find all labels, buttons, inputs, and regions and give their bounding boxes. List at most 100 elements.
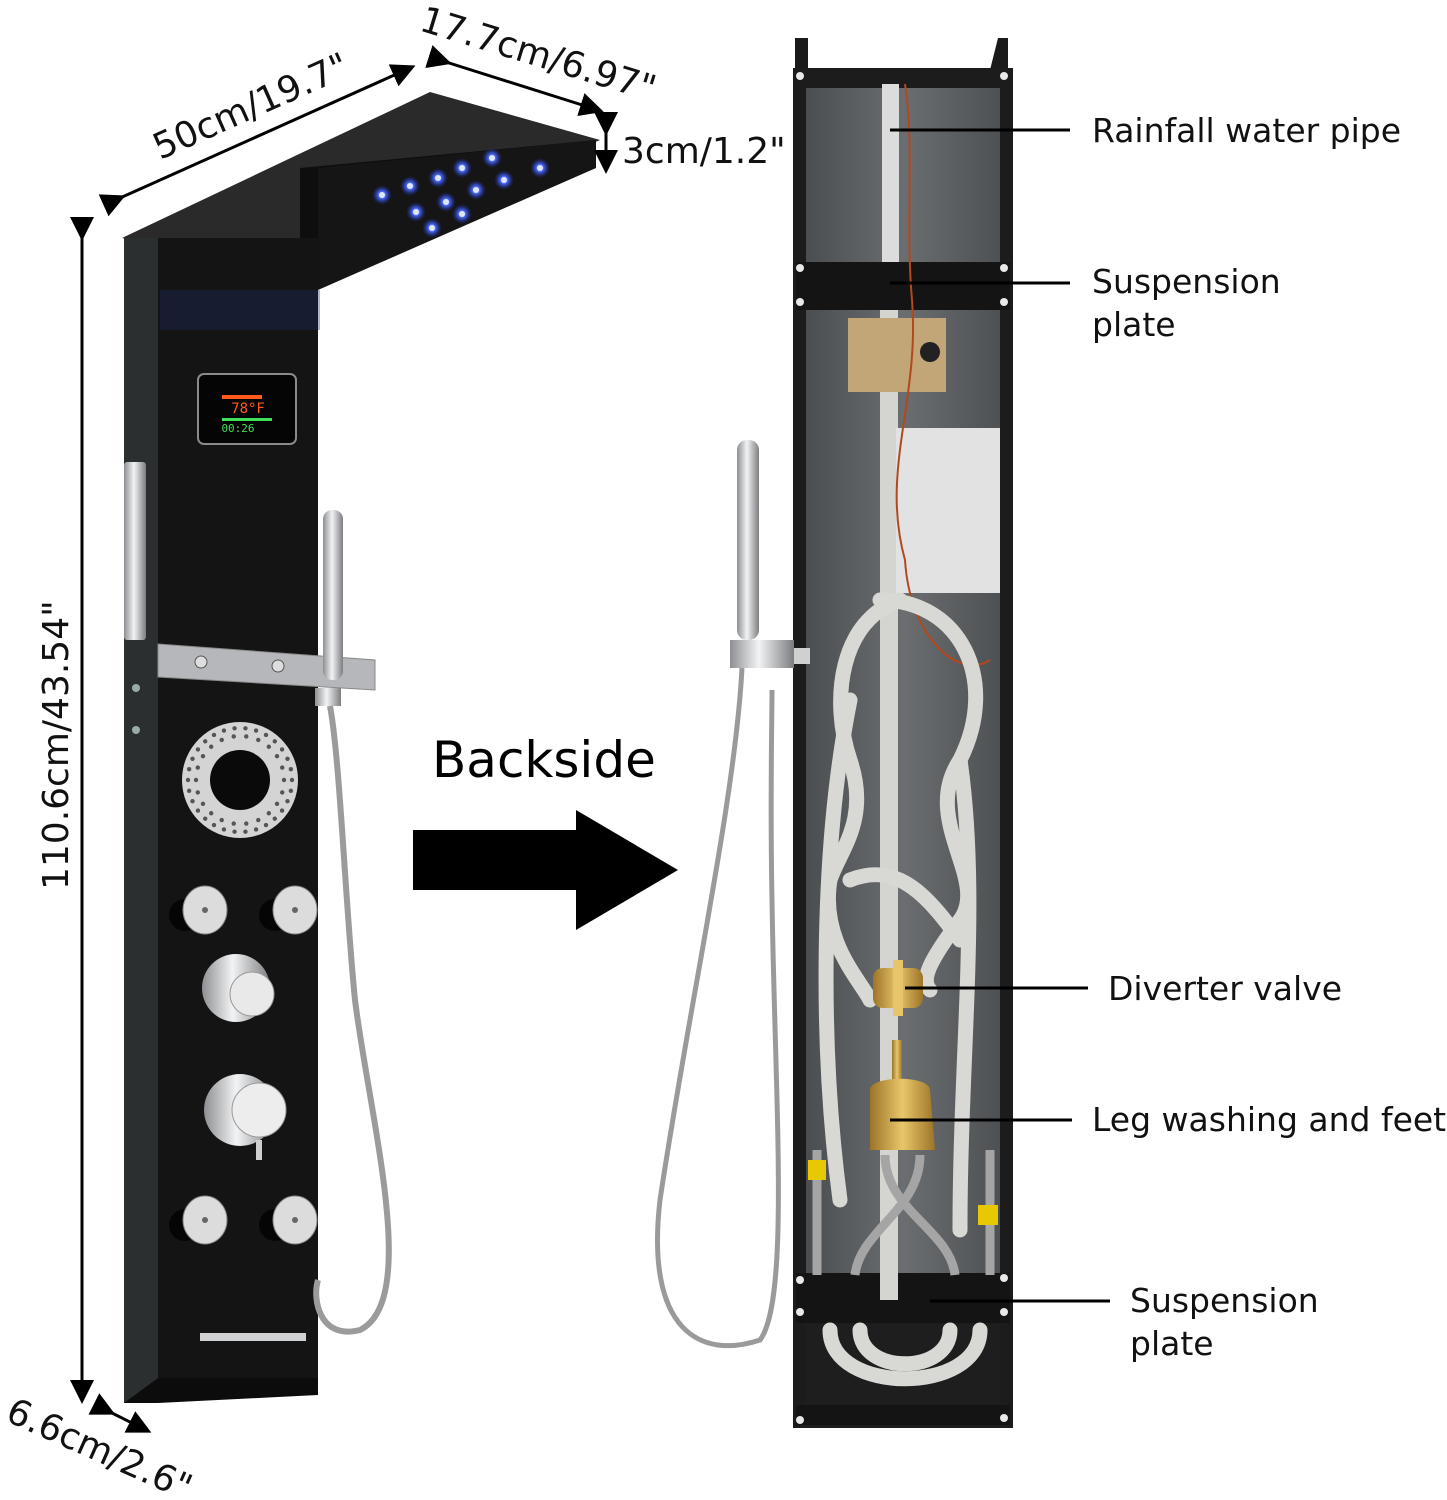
ring-nozzle bbox=[195, 765, 200, 770]
depth-label: 17.7cm/6.97" bbox=[415, 0, 660, 110]
massage-shower-ring bbox=[182, 722, 298, 838]
callout-text: Suspension bbox=[1130, 1281, 1319, 1320]
screw bbox=[796, 1308, 804, 1316]
ring-nozzle bbox=[200, 801, 206, 806]
callout-rainfall-water-pipe: Rainfall water pipe bbox=[890, 111, 1401, 150]
ring-nozzle bbox=[272, 739, 277, 744]
dimension-lines bbox=[70, 45, 618, 1433]
red-wire bbox=[895, 83, 991, 666]
ring-nozzle bbox=[190, 798, 195, 804]
led-core bbox=[435, 175, 441, 181]
ring-nozzle bbox=[243, 829, 248, 834]
diverter-valve-shape bbox=[873, 960, 923, 1016]
jet-center bbox=[202, 907, 208, 913]
screw bbox=[796, 1416, 804, 1424]
ring-nozzle bbox=[243, 726, 248, 731]
depth-arrow bbox=[425, 45, 604, 117]
ring-nozzle bbox=[221, 827, 227, 832]
ring-nozzle bbox=[253, 728, 259, 733]
hand-shower bbox=[323, 510, 343, 680]
screw bbox=[1000, 298, 1008, 306]
ring-nozzle bbox=[195, 808, 201, 813]
ring-nozzle bbox=[285, 756, 290, 762]
ring-nozzle bbox=[280, 765, 285, 770]
ring-nozzle bbox=[193, 777, 199, 783]
ring-nozzle bbox=[231, 734, 236, 739]
ring-nozzle bbox=[288, 788, 294, 794]
ring-nozzle bbox=[256, 737, 261, 743]
panel-side bbox=[124, 238, 158, 1403]
screw bbox=[796, 298, 804, 306]
right-arrow-icon bbox=[413, 810, 678, 930]
panel-depth-label: 6.6cm/2.6" bbox=[0, 1391, 198, 1500]
suspension-plate-bottom-shape bbox=[796, 1273, 1010, 1323]
side-switch bbox=[124, 462, 146, 640]
ring-nozzle bbox=[274, 801, 280, 806]
callout-diverter-valve: Diverter valve bbox=[905, 969, 1342, 1008]
led-core bbox=[459, 165, 465, 171]
ring-nozzle bbox=[203, 739, 208, 744]
screw bbox=[1000, 72, 1008, 80]
callout-suspension-plate-top: Suspension plate bbox=[890, 262, 1281, 344]
ring-nozzle bbox=[266, 811, 272, 816]
callout-text: plate bbox=[1092, 305, 1176, 344]
temperature-valve bbox=[202, 954, 275, 1022]
screw bbox=[1000, 264, 1008, 272]
callout-text: Leg washing and feet bbox=[1092, 1100, 1446, 1139]
ring-nozzle bbox=[203, 816, 208, 821]
control-module bbox=[896, 428, 1000, 593]
ring-nozzle bbox=[285, 798, 290, 804]
screw bbox=[796, 72, 804, 80]
ring-nozzle bbox=[253, 827, 259, 832]
led-core bbox=[407, 183, 413, 189]
ring-nozzle bbox=[274, 754, 280, 759]
ring-nozzle bbox=[186, 766, 192, 772]
ring-nozzle bbox=[190, 756, 195, 762]
ring-nozzle bbox=[208, 744, 214, 749]
display-temperature: 78°F bbox=[231, 401, 265, 417]
screw bbox=[796, 1276, 804, 1284]
callout-text: Suspension bbox=[1092, 262, 1281, 301]
screw bbox=[796, 264, 804, 272]
callout-text: Rainfall water pipe bbox=[1092, 111, 1401, 150]
ring-nozzle bbox=[219, 737, 224, 743]
callout-suspension-plate-bottom: Suspension plate bbox=[930, 1281, 1319, 1363]
ring-nozzles bbox=[185, 726, 295, 834]
ring-nozzle bbox=[219, 817, 224, 823]
shower-hose bbox=[313, 705, 392, 1335]
ring-nozzle bbox=[200, 754, 206, 759]
ring-nozzle bbox=[231, 821, 236, 826]
ring-nozzle bbox=[263, 732, 269, 738]
led-core bbox=[413, 209, 419, 215]
ring-nozzle bbox=[195, 790, 200, 795]
diverter-knob bbox=[204, 1074, 287, 1160]
ring-nozzle bbox=[279, 747, 285, 752]
suspension-plate-top-shape bbox=[796, 262, 1010, 310]
ring-nozzle bbox=[232, 829, 237, 834]
ring-nozzle bbox=[280, 790, 285, 795]
jet-center bbox=[292, 1217, 298, 1223]
ring-nozzle bbox=[288, 766, 294, 772]
screw bbox=[1000, 1274, 1008, 1282]
ring-nozzle bbox=[221, 728, 227, 733]
frame-screws bbox=[796, 72, 1008, 1424]
ring-nozzle bbox=[256, 817, 261, 823]
screw bbox=[1000, 1308, 1008, 1316]
ring-nozzle bbox=[272, 816, 277, 821]
ring-nozzle bbox=[279, 808, 285, 813]
ring-nozzle bbox=[211, 822, 217, 828]
led-core bbox=[443, 199, 449, 205]
led-core bbox=[459, 211, 465, 217]
ring-nozzle bbox=[244, 734, 249, 739]
shelf bbox=[157, 643, 376, 691]
callout-leg-washing: Leg washing and feet bbox=[890, 1100, 1446, 1139]
led-core bbox=[501, 177, 507, 183]
led-core bbox=[489, 155, 495, 161]
backside-caption: Backside bbox=[432, 731, 656, 789]
callout-text: plate bbox=[1130, 1324, 1214, 1363]
thickness-label: 3cm/1.2" bbox=[622, 131, 786, 172]
ring-nozzle bbox=[244, 821, 249, 826]
side-screw bbox=[132, 726, 140, 734]
width-arrow bbox=[98, 64, 416, 217]
height-label: 110.6cm/43.54" bbox=[36, 600, 77, 890]
